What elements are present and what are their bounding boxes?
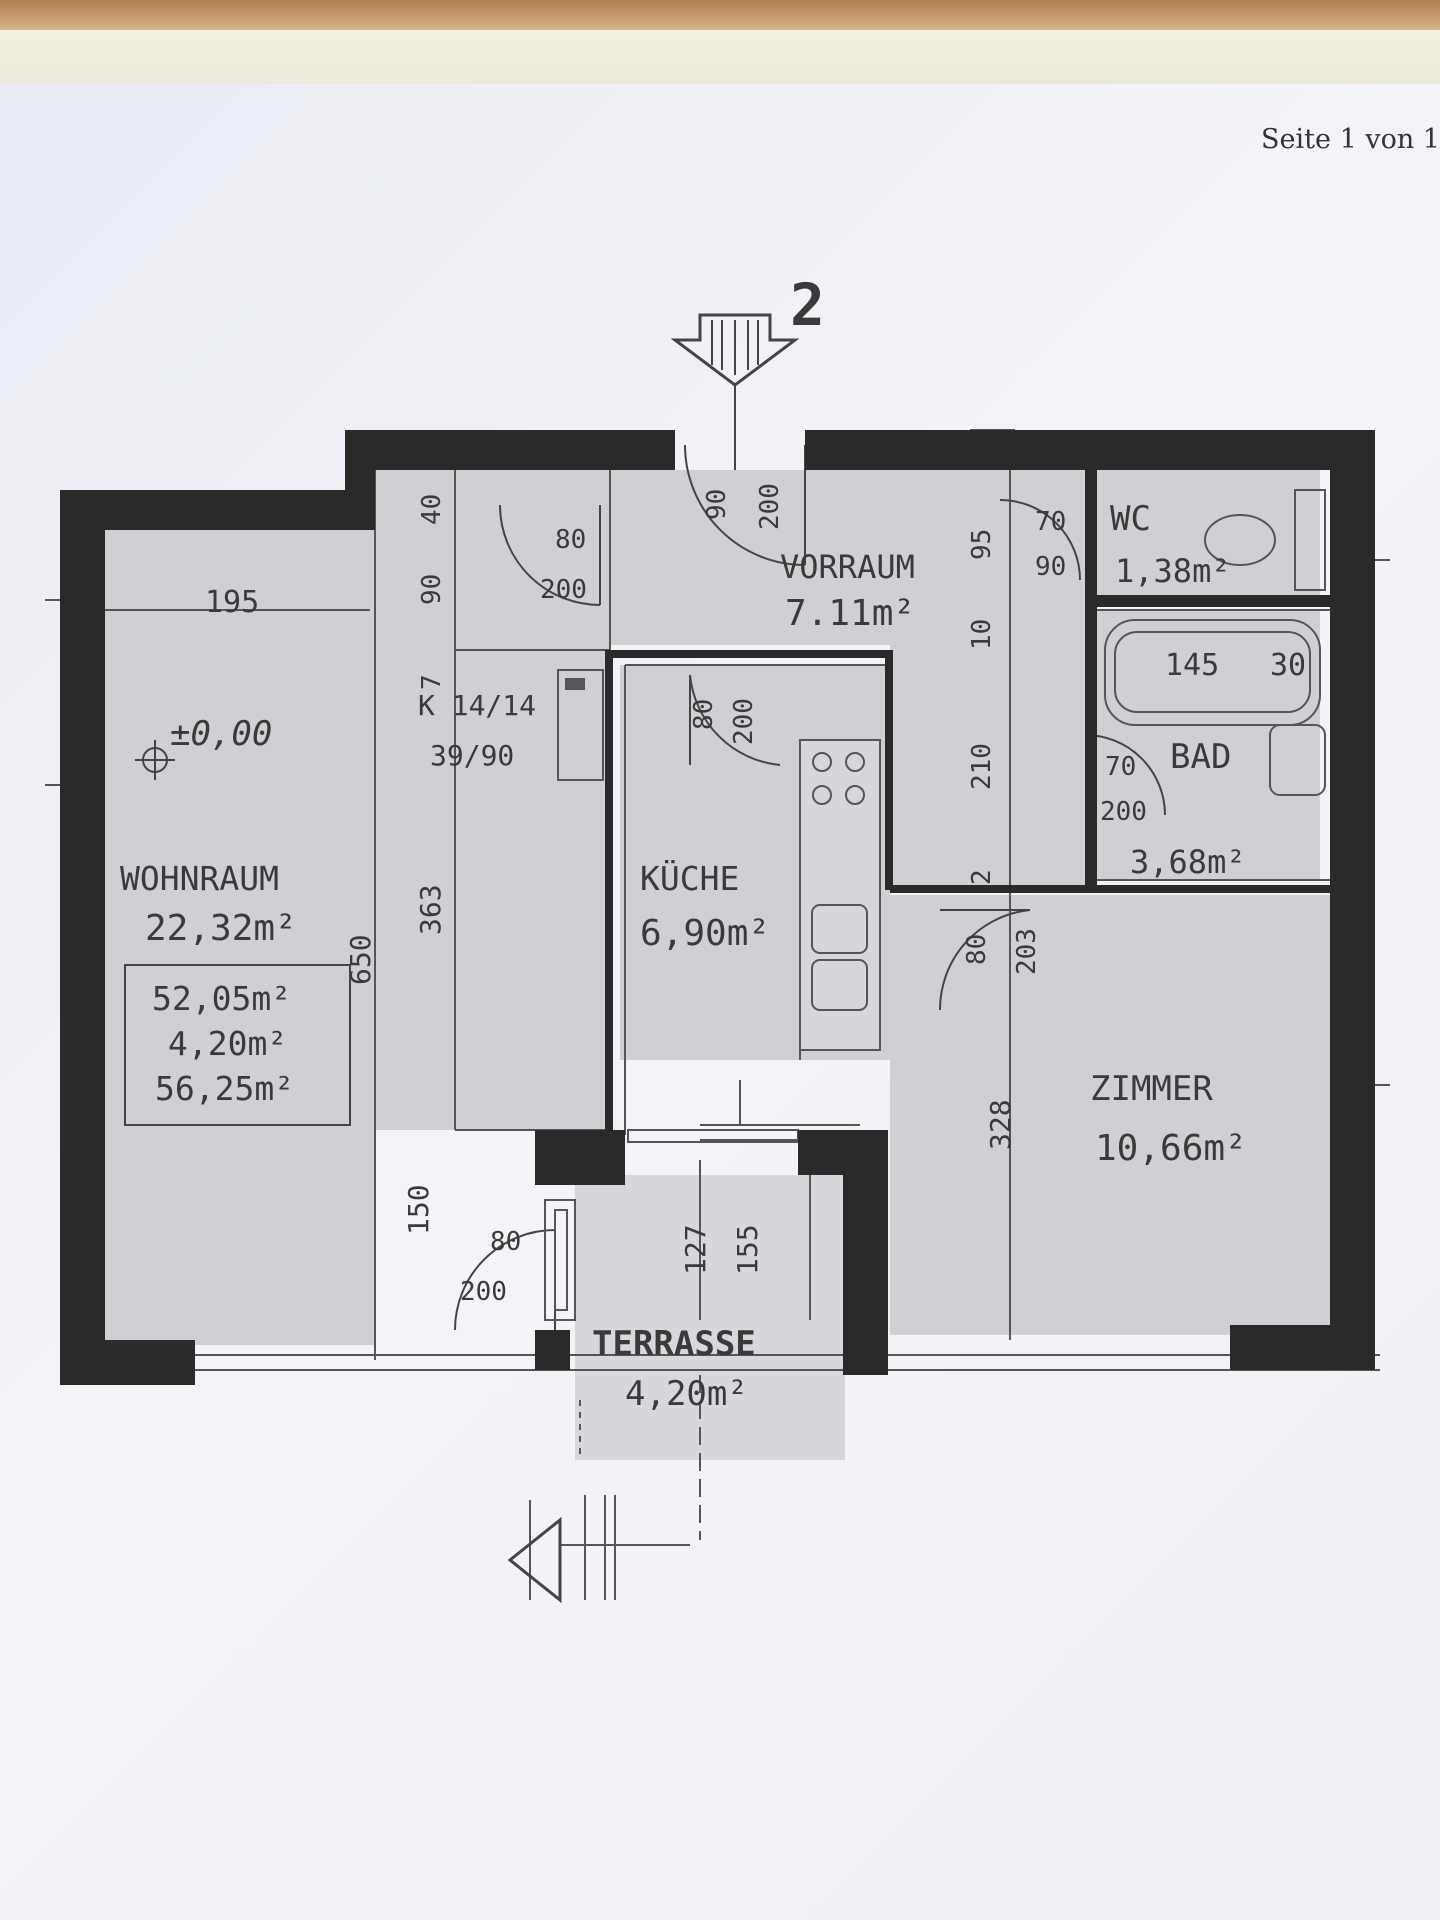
kueche-area: 6,90m²: [640, 913, 770, 954]
bathtub: [1104, 619, 1321, 726]
door-2-h: 200: [755, 483, 785, 530]
page-label: Seite 1 von 1: [1261, 124, 1440, 155]
corridor-dim-low: 150: [402, 1184, 435, 1235]
chimney-shaft: [557, 669, 604, 781]
kitchen-counter: [799, 739, 881, 1051]
paper-sheet-edge: [0, 30, 1440, 89]
entrance-arrow-icon: [670, 313, 800, 470]
door-3-h: 90: [1035, 552, 1066, 582]
summary-line2: 4,20m²: [168, 1024, 287, 1063]
vorraum-dim-2: 10: [967, 619, 997, 650]
room-fills: [90, 470, 1330, 1460]
door-1-w: 80: [555, 525, 586, 555]
walls: [60, 430, 1375, 1385]
wohnraum-level: ±0,00: [170, 714, 272, 754]
corridor-dim-top: 40: [417, 494, 447, 525]
door-6-w: 80: [962, 934, 992, 965]
terrasse-area: 4,20m²: [625, 1374, 748, 1414]
bad-tub-dim2: 30: [1270, 648, 1306, 683]
area-summary-box: [124, 964, 351, 1126]
vorraum-dim-4: 2: [967, 869, 997, 885]
terrasse-dim1: 127: [679, 1224, 712, 1275]
door-1-h: 200: [540, 575, 587, 605]
chimney-dim: 7: [417, 674, 447, 690]
door-3-w: 70: [1035, 507, 1066, 537]
door-5-w: 70: [1105, 752, 1136, 782]
door-2-w: 90: [702, 489, 732, 520]
door-4-h: 200: [729, 698, 759, 745]
vorraum-area: 7.11m²: [785, 593, 915, 634]
section-marker-icon: [507, 1516, 562, 1604]
wc-area: 1,38m²: [1115, 552, 1231, 590]
door-labels: 80 200 90 200 70 90 80 200 70 200 80 203…: [460, 483, 1147, 1307]
summary-line1: 52,05m²: [152, 979, 291, 1018]
wohnraum-height-dim: 650: [344, 934, 377, 985]
door-5-h: 200: [1100, 797, 1147, 827]
zimmer-area: 10,66m²: [1095, 1128, 1247, 1169]
chimney-vent: [565, 678, 585, 690]
terrasse-dim2: 155: [731, 1224, 764, 1275]
wc-name: WC: [1110, 499, 1151, 539]
chimney-sub: 39/90: [430, 739, 514, 772]
wohnraum-width-dim: 195: [205, 585, 259, 620]
bad-tub-dim: 145: [1165, 648, 1219, 683]
level-marker-icon: [135, 740, 175, 780]
table-surface: [0, 0, 1440, 34]
vorraum-dim-3: 210: [967, 743, 997, 790]
vorraum-dim-1: 95: [967, 529, 997, 560]
summary-line3: 56,25m²: [155, 1069, 294, 1108]
corridor-dim-mid: 90: [417, 574, 447, 605]
door-6-h: 203: [1012, 928, 1042, 975]
wohnraum-area: 22,32m²: [145, 908, 297, 949]
wohnraum-name: WOHNRAUM: [120, 859, 279, 898]
terrasse-name: TERRASSE: [592, 1324, 756, 1364]
chimney-label: K 14/14: [418, 689, 536, 722]
toilet: [1204, 489, 1326, 591]
bad-area: 3,68m²: [1130, 843, 1246, 881]
door-7-w: 80: [490, 1227, 521, 1257]
door-swings: [454, 444, 1166, 1331]
kueche-name: KÜCHE: [640, 858, 739, 898]
washbasin: [1269, 724, 1326, 796]
bad-name: BAD: [1170, 737, 1231, 777]
entrance-number: 2: [790, 271, 825, 339]
zimmer-name: ZIMMER: [1090, 1069, 1213, 1109]
corridor-dim-long: 363: [414, 884, 447, 935]
door-7-h: 200: [460, 1277, 507, 1307]
vorraum-name: VORRAUM: [780, 548, 915, 586]
door-4-w: 80: [689, 699, 719, 730]
zimmer-dim: 328: [984, 1099, 1017, 1150]
